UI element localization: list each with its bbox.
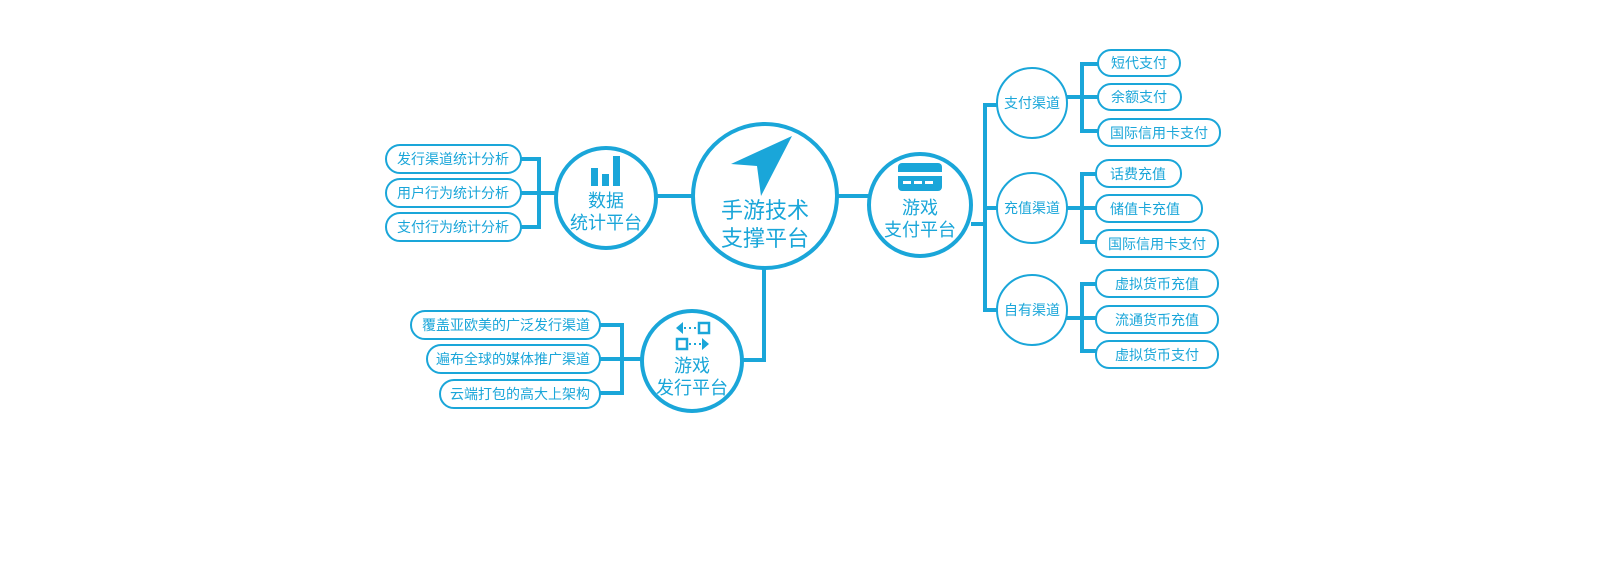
data-platform-items: 发行渠道统计分析 用户行为统计分析 支付行为统计分析 xyxy=(385,144,522,242)
data-item-1: 发行渠道统计分析 xyxy=(397,152,509,168)
paper-plane-icon xyxy=(731,136,792,196)
channel-2-items: 话费充值 储值卡充值 国际信用卡支付 xyxy=(1095,159,1219,258)
data-platform-node: 数据 统计平台 xyxy=(554,146,658,250)
channel-3-label: 自有渠道 xyxy=(1004,303,1060,319)
data-item-2: 用户行为统计分析 xyxy=(397,185,509,202)
channel-1-label: 支付渠道 xyxy=(1004,96,1060,112)
payment-platform-line1: 游戏 xyxy=(902,198,938,219)
payment-platform-node: 游戏 支付平台 xyxy=(867,152,973,258)
publish-item-2: 遍布全球的媒体推广渠道 xyxy=(436,351,590,368)
channel-2-label: 充值渠道 xyxy=(1004,201,1060,217)
channel-1-items: 短代支付 余额支付 国际信用卡支付 xyxy=(1097,49,1221,147)
publish-platform-node: 游戏 发行平台 xyxy=(640,309,744,413)
credit-card-icon xyxy=(898,163,942,191)
channel-1-item-2: 余额支付 xyxy=(1111,89,1167,106)
publish-platform-items: 覆盖亚欧美的广泛发行渠道 遍布全球的媒体推广渠道 云端打包的高大上架构 xyxy=(410,310,601,409)
channel-recharge-node: 充值渠道 xyxy=(996,172,1068,244)
channel-1-item-3: 国际信用卡支付 xyxy=(1110,126,1208,142)
data-platform-line1: 数据 xyxy=(588,191,624,212)
transfer-arrows-icon xyxy=(675,321,711,351)
channel-2-item-2: 储值卡充值 xyxy=(1110,202,1180,218)
channel-own-node: 自有渠道 xyxy=(996,274,1068,346)
channel-3-items: 虚拟货币充值 流通货币充值 虚拟货币支付 xyxy=(1095,269,1219,369)
channel-payment-node: 支付渠道 xyxy=(996,67,1068,139)
publish-item-1: 覆盖亚欧美的广泛发行渠道 xyxy=(422,318,590,334)
channel-2-item-1: 话费充值 xyxy=(1110,167,1166,183)
channel-3-item-3: 虚拟货币支付 xyxy=(1115,347,1199,364)
data-item-3: 支付行为统计分析 xyxy=(397,220,509,236)
publish-item-3: 云端打包的高大上架构 xyxy=(450,386,590,403)
payment-platform-line2: 支付平台 xyxy=(884,220,956,241)
publish-platform-line2: 发行平台 xyxy=(656,378,728,399)
center-title-line1: 手游技术 xyxy=(721,199,809,224)
bar-chart-icon xyxy=(591,156,620,186)
channel-3-item-1: 虚拟货币充值 xyxy=(1115,276,1199,293)
data-platform-line2: 统计平台 xyxy=(570,213,642,234)
channel-2-item-3: 国际信用卡支付 xyxy=(1108,237,1206,253)
channel-1-item-1: 短代支付 xyxy=(1111,56,1167,72)
publish-platform-line1: 游戏 xyxy=(674,356,710,377)
channel-3-item-2: 流通货币充值 xyxy=(1115,312,1199,329)
center-node: 手游技术 支撑平台 xyxy=(691,122,839,270)
center-title-line2: 支撑平台 xyxy=(721,227,809,252)
